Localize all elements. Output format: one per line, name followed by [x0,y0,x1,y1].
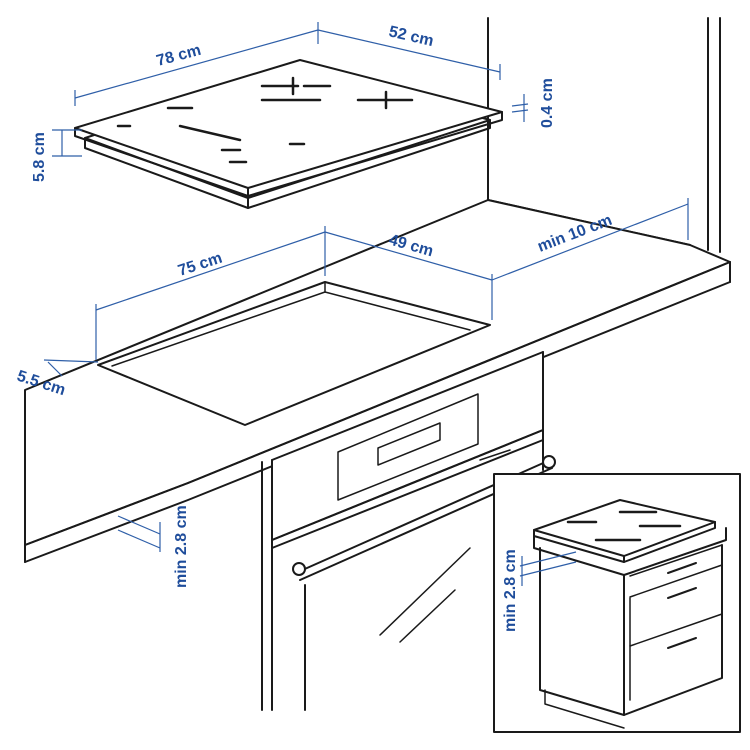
countertop-cutout [97,281,491,426]
inset-cabinet-view [493,473,741,733]
hob [74,59,503,209]
under-clearance-label: min 2.8 cm [173,505,190,588]
oven-cabinet [261,351,556,711]
cutout-width-label: 75 cm [176,250,224,280]
hob-depth-label: 52 cm [387,23,435,50]
hob-width-label: 78 cm [155,42,203,70]
hob-burners [116,76,414,164]
glass-thickness-label: 0.4 cm [539,78,556,128]
inset-under-clearance-label: min 2.8 cm [502,549,519,632]
dimension-lines [43,22,689,586]
hob-height-label: 5.8 cm [31,132,48,182]
countertop [24,199,731,563]
